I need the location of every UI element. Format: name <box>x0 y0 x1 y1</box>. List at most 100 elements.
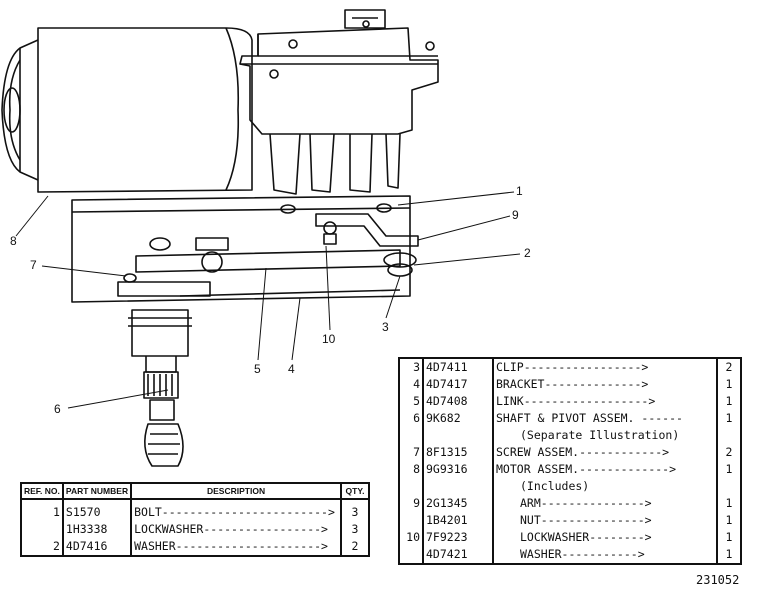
callout-1: 1 <box>516 184 523 198</box>
part-cell: 9K682 <box>422 410 494 427</box>
pivot-housing <box>117 281 211 297</box>
part-cell: 9G9316 <box>422 461 494 478</box>
shaft <box>143 371 179 399</box>
desc-cell: CLIP-----------------> <box>492 358 718 376</box>
qty-cell: 1 <box>716 410 742 427</box>
gear-housing <box>239 27 439 135</box>
qty-cell: 1 <box>716 376 742 393</box>
callout-9: 9 <box>512 208 519 222</box>
callout-5: 5 <box>254 362 261 376</box>
qty-cell: 2 <box>716 358 742 376</box>
callout-7: 7 <box>30 258 37 272</box>
desc-cell: (Separate Illustration) <box>492 427 718 444</box>
table-row: 1 S1570 BOLT------------------------> 3 <box>20 499 370 521</box>
callout-10: 10 <box>322 332 336 346</box>
link <box>135 249 401 273</box>
ref-cell <box>398 546 424 564</box>
desc-cell: (Includes) <box>492 478 718 495</box>
desc-cell: WASHER---------------------> <box>130 538 342 556</box>
ref-cell <box>398 427 424 444</box>
bracket <box>71 195 411 303</box>
callout-2: 2 <box>524 246 531 260</box>
qty-cell: 1 <box>716 512 742 529</box>
arm <box>315 213 419 247</box>
ref-cell <box>20 521 64 538</box>
ref-cell: 10 <box>398 529 424 546</box>
header-qty: QTY. <box>340 482 370 500</box>
part-cell: 4D7408 <box>422 393 494 410</box>
desc-cell: ARM---------------> <box>492 495 718 512</box>
header-description: DESCRIPTION <box>130 482 342 500</box>
ref-cell: 7 <box>398 444 424 461</box>
desc-cell: SHAFT & PIVOT ASSEM. ------ <box>492 410 718 427</box>
qty-cell: 1 <box>716 546 742 564</box>
part-cell: 2G1345 <box>422 495 494 512</box>
callout-3: 3 <box>382 320 389 334</box>
qty-cell: 1 <box>716 393 742 410</box>
ref-cell: 4 <box>398 376 424 393</box>
motor-body <box>37 27 253 193</box>
ref-cell: 6 <box>398 410 424 427</box>
qty-cell: 1 <box>716 461 742 478</box>
qty-cell: 3 <box>340 521 370 538</box>
part-cell <box>422 427 494 444</box>
desc-cell: BOLT------------------------> <box>130 499 342 521</box>
table-row: 1H3338 LOCKWASHER-----------------> 3 <box>20 521 370 538</box>
part-cell: 4D7417 <box>422 376 494 393</box>
parts-table-left: REF. NO. PART NUMBER DESCRIPTION QTY. 1 … <box>20 482 370 557</box>
desc-cell: NUT---------------> <box>492 512 718 529</box>
qty-cell <box>716 478 742 495</box>
desc-cell: LOCKWASHER--------> <box>492 529 718 546</box>
part-cell: 1B4201 <box>422 512 494 529</box>
table-row: (Separate Illustration) <box>398 427 742 444</box>
desc-cell: SCREW ASSEM.------------> <box>492 444 718 461</box>
ref-cell <box>398 512 424 529</box>
desc-cell: BRACKET--------------> <box>492 376 718 393</box>
callout-4: 4 <box>288 362 295 376</box>
figure-number: 231052 <box>696 573 740 587</box>
ref-cell: 9 <box>398 495 424 512</box>
ref-cell: 5 <box>398 393 424 410</box>
callout-8: 8 <box>10 234 17 248</box>
ref-cell: 2 <box>20 538 64 556</box>
header-ref: REF. NO. <box>20 482 64 500</box>
ref-cell: 8 <box>398 461 424 478</box>
table-header-row: REF. NO. PART NUMBER DESCRIPTION QTY. <box>20 482 370 500</box>
callout-6: 6 <box>54 402 61 416</box>
part-cell <box>422 478 494 495</box>
qty-cell: 1 <box>716 529 742 546</box>
header-part-number: PART NUMBER <box>61 482 133 500</box>
part-cell: 4D7416 <box>61 538 133 556</box>
part-cell: 4D7421 <box>422 546 494 564</box>
qty-cell <box>716 427 742 444</box>
desc-cell: WASHER-----------> <box>492 546 718 564</box>
part-cell: 7F9223 <box>422 529 494 546</box>
ref-cell: 1 <box>20 499 64 521</box>
table-row: (Includes) <box>398 478 742 495</box>
qty-cell: 2 <box>716 444 742 461</box>
table-row: 2 4D7416 WASHER---------------------> 2 <box>20 538 370 556</box>
part-cell: S1570 <box>61 499 133 521</box>
ref-cell <box>398 478 424 495</box>
desc-cell: LINK------------------> <box>492 393 718 410</box>
desc-cell: MOTOR ASSEM.-------------> <box>492 461 718 478</box>
part-cell: 4D7411 <box>422 358 494 376</box>
part-cell: 1H3338 <box>61 521 133 538</box>
qty-cell: 2 <box>340 538 370 556</box>
desc-cell: LOCKWASHER-----------------> <box>130 521 342 538</box>
qty-cell: 1 <box>716 495 742 512</box>
qty-cell: 3 <box>340 499 370 521</box>
part-cell: 8F1315 <box>422 444 494 461</box>
